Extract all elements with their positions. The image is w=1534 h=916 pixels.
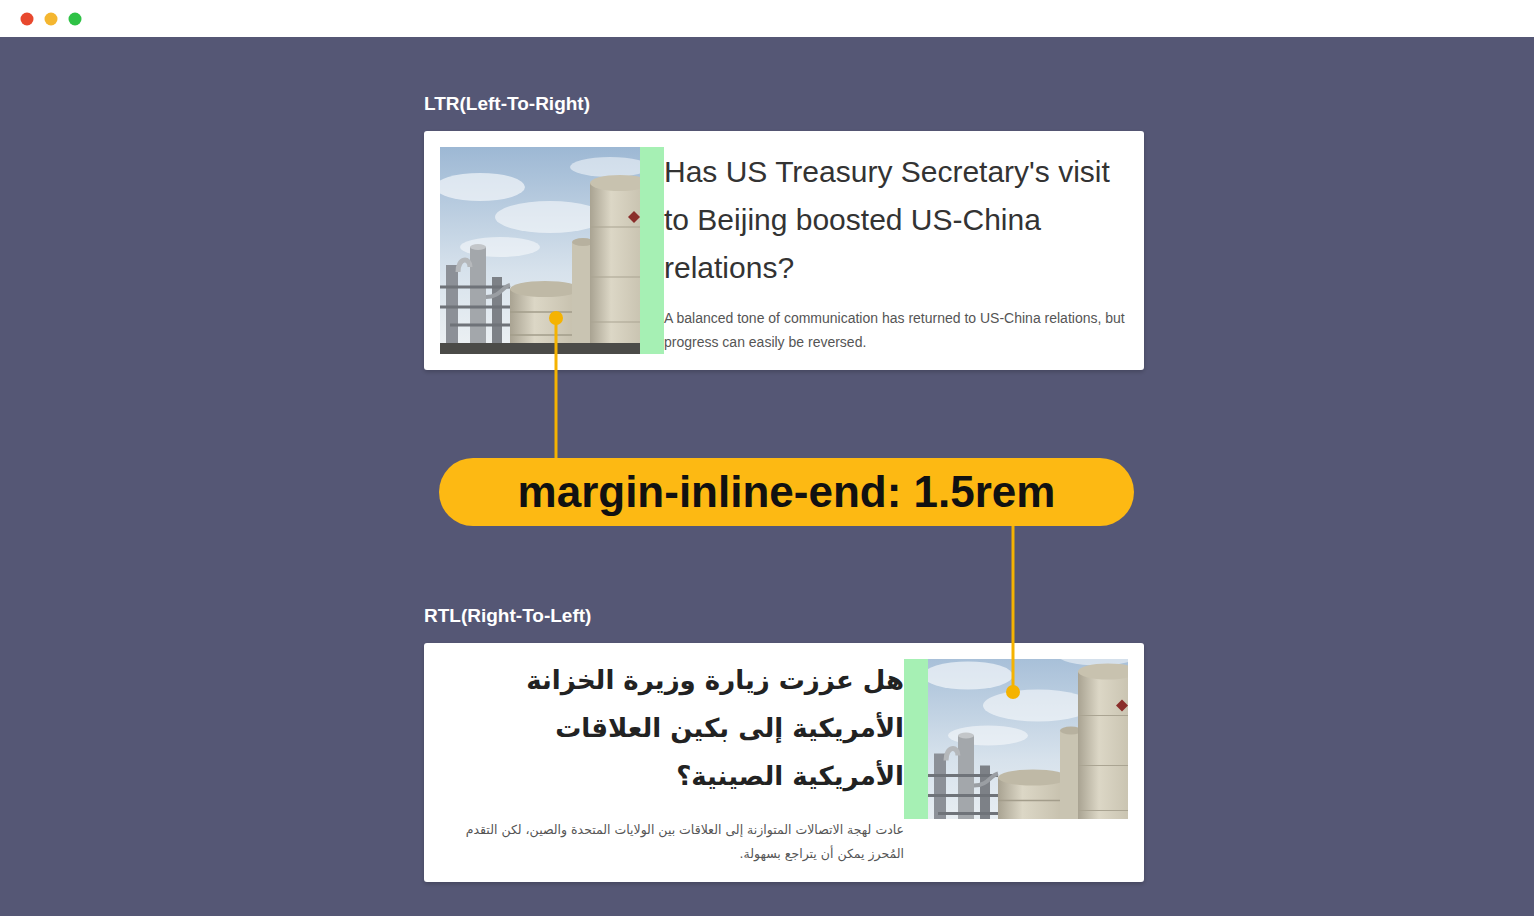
margin-highlight (904, 659, 928, 819)
leader-line (555, 318, 558, 462)
article-card: LTR(Left-To-Right) Has US Treasury Secret… (424, 90, 1144, 354)
article-summary: A balanced tone of communication has ret… (664, 306, 1128, 354)
card-surface (424, 131, 1144, 370)
callout-pill: margin-inline-end: 1.5rem (439, 458, 1134, 526)
browser-bar (0, 0, 1534, 37)
article-summary: عادت لهجة الاتصالات المتوازنة إلى العلاق… (440, 818, 904, 866)
window-dot (69, 13, 82, 26)
window-dot (21, 13, 34, 26)
card-photo (923, 636, 1138, 843)
article-card: RTL(Right-To-Left) هل عززت زيارة وزيرة ال… (424, 602, 1144, 866)
leader-dot (1006, 685, 1020, 699)
article-heading: Has US Treasury Secretary's visit to Bei… (664, 148, 1128, 292)
leader-line (1012, 522, 1015, 692)
card-photo (435, 147, 650, 354)
section-label: RTL(Right-To-Left) (424, 602, 1144, 630)
margin-highlight (640, 147, 664, 354)
window-dot (45, 13, 58, 26)
leader-dot (549, 311, 563, 325)
section-label: LTR(Left-To-Right) (424, 90, 1144, 118)
article-heading: هل عززت زيارة وزيرة الخزانة الأمريكية إل… (440, 656, 904, 800)
callout-text: margin-inline-end: 1.5rem (518, 467, 1056, 517)
